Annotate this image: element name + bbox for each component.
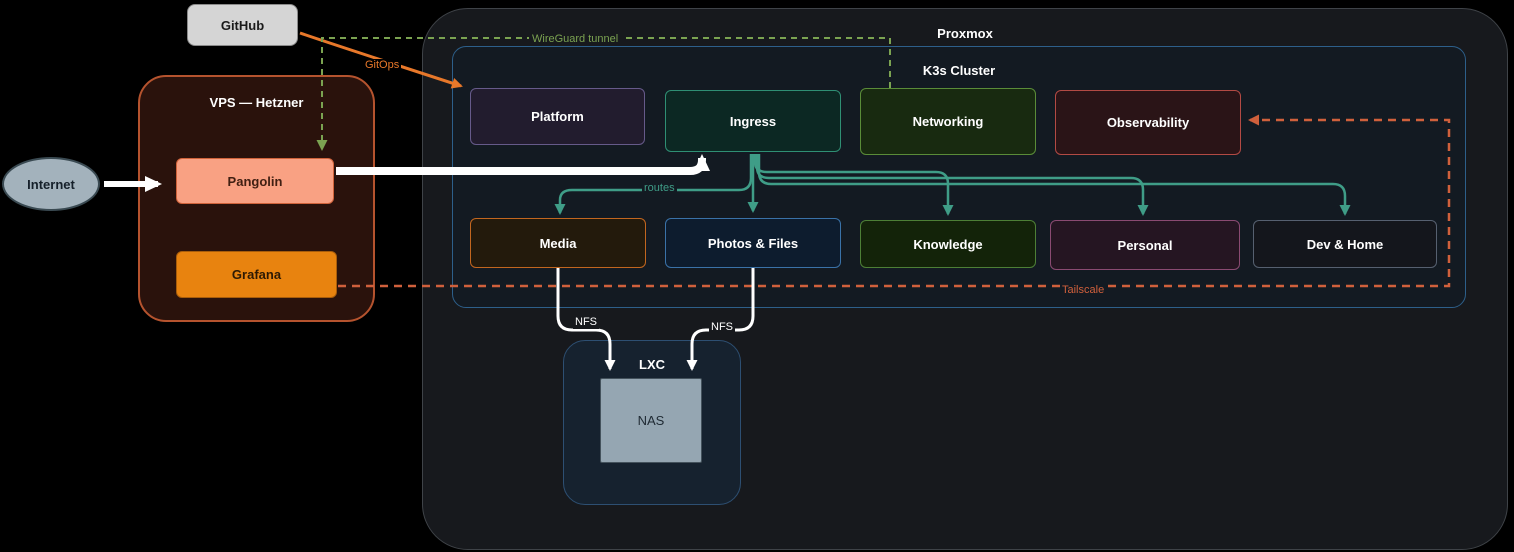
internet-label: Internet — [27, 176, 75, 192]
dev-home-node: Dev & Home — [1253, 220, 1437, 268]
nas-label: NAS — [637, 413, 665, 428]
networking-node: Networking — [860, 88, 1036, 155]
dev-home-label: Dev & Home — [1306, 236, 1384, 252]
wireguard-tunnel-label: WireGuard tunnel — [529, 33, 622, 46]
nas-node: NAS — [600, 378, 702, 463]
github-node: GitHub — [187, 4, 298, 46]
photos-files-node: Photos & Files — [665, 218, 841, 268]
routes-label: routes — [642, 182, 677, 195]
tailscale-label: Tailscale — [1060, 284, 1107, 297]
pangolin-node: Pangolin — [176, 158, 334, 204]
grafana-node: Grafana — [176, 251, 337, 298]
personal-node: Personal — [1050, 220, 1240, 270]
observability-node: Observability — [1055, 90, 1241, 155]
vps-hetzner-title: VPS — Hetzner — [209, 95, 304, 110]
knowledge-label: Knowledge — [913, 236, 983, 252]
k3s-cluster-container: K3s Cluster — [452, 46, 1466, 308]
github-label: GitHub — [220, 17, 265, 33]
grafana-label: Grafana — [231, 267, 282, 282]
media-node: Media — [470, 218, 646, 268]
gitops-label: GitOps — [363, 59, 402, 72]
observability-label: Observability — [1106, 115, 1190, 130]
proxmox-title: Proxmox — [937, 26, 993, 41]
ingress-node: Ingress — [665, 90, 841, 152]
knowledge-node: Knowledge — [860, 220, 1036, 268]
platform-label: Platform — [531, 109, 584, 124]
networking-label: Networking — [912, 114, 984, 129]
k3s-cluster-title: K3s Cluster — [922, 63, 996, 78]
internet-node: Internet — [2, 157, 100, 211]
nfs-photos-label: NFS — [709, 321, 735, 334]
nfs-media-label: NFS — [573, 316, 599, 329]
lxc-title: LXC — [639, 357, 665, 372]
photos-files-label: Photos & Files — [707, 235, 799, 251]
ingress-label: Ingress — [729, 113, 777, 129]
media-label: Media — [539, 235, 577, 251]
personal-label: Personal — [1117, 237, 1173, 253]
pangolin-label: Pangolin — [227, 173, 283, 189]
platform-node: Platform — [470, 88, 645, 145]
